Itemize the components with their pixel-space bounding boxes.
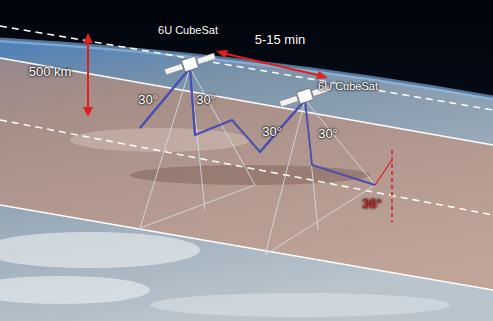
satellite-label: 6U CubeSat: [158, 24, 218, 36]
angle-label: 30°: [138, 93, 158, 107]
angle-label: 30°: [196, 93, 216, 107]
satellite-label: 6U CubeSat: [318, 80, 378, 92]
altitude-label: 500 km: [29, 65, 72, 79]
angle-label: 36°: [362, 197, 382, 211]
angle-label: 30°: [318, 127, 338, 141]
angle-label: 30°: [262, 125, 282, 139]
time-gap-label: 5-15 min: [255, 33, 306, 47]
